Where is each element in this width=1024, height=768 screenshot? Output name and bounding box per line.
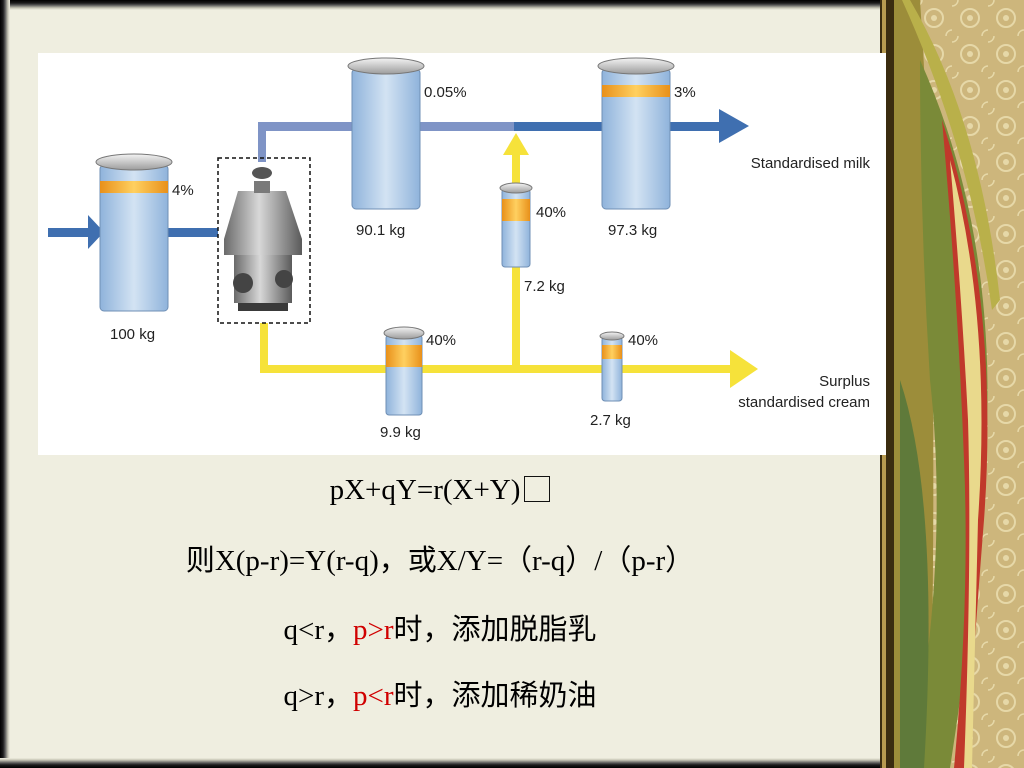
tank-product	[597, 57, 675, 210]
surplus-cream-label-1: Surplus	[819, 373, 870, 390]
skim-percent-label: 0.05%	[424, 84, 467, 101]
separator	[217, 157, 311, 324]
cream-out-mass-label: 9.9 kg	[380, 424, 421, 441]
tank-feed	[95, 153, 173, 312]
feed-percent-label: 4%	[172, 182, 194, 199]
tank-cream-return	[499, 182, 533, 268]
action-add-cream: 时，添加稀奶油	[393, 680, 597, 712]
condition-p-gt-r: p>r	[352, 614, 394, 646]
rule-add-skim-milk: q<r，p>r时，添加脱脂乳	[0, 606, 880, 648]
slide-frame-bottom	[0, 758, 880, 768]
tank-skim	[347, 57, 425, 210]
product-percent-label: 3%	[674, 84, 696, 101]
cream-surplus-percent-label: 40%	[628, 332, 658, 349]
decorative-side-panel	[880, 0, 1024, 768]
formula-line-1: pX+qY=r(X+Y)	[0, 474, 880, 507]
condition-q-lt-r: q<r，	[283, 614, 353, 646]
skim-mass-label: 90.1 kg	[356, 222, 405, 239]
cream-return-percent-label: 40%	[536, 204, 566, 221]
condition-p-lt-r: p<r	[352, 680, 394, 712]
cream-return-mass-label: 7.2 kg	[524, 278, 565, 295]
surplus-cream-label-2: standardised cream	[738, 394, 870, 411]
slide-frame-left	[0, 0, 10, 768]
cream-return-arrow	[503, 133, 529, 155]
tank-cream-surplus	[599, 331, 625, 402]
slide-frame-top	[0, 0, 880, 10]
cream-out-percent-label: 40%	[426, 332, 456, 349]
rule-add-cream: q>r，p<r时，添加稀奶油	[0, 672, 880, 714]
empty-box-glyph	[524, 476, 551, 502]
tank-cream-out	[383, 326, 425, 416]
cream-surplus-mass-label: 2.7 kg	[590, 412, 631, 429]
action-add-skim-milk: 时，添加脱脂乳	[393, 614, 597, 646]
feed-line	[48, 215, 218, 249]
feed-arrow	[88, 215, 104, 249]
product-mass-label: 97.3 kg	[608, 222, 657, 239]
condition-q-gt-r: q>r，	[283, 680, 353, 712]
mass-balance-equation: pX+qY=r(X+Y)	[329, 474, 521, 506]
milk-output-arrow	[719, 109, 749, 143]
feed-mass-label: 100 kg	[110, 326, 155, 343]
standardised-milk-label: Standardised milk	[751, 155, 871, 172]
cream-output-arrow	[730, 350, 758, 388]
formula-line-2: 则X(p-r)=Y(r-q)，或X/Y=（r-q）/（p-r）	[185, 545, 695, 577]
milk-standardisation-diagram: 4% 100 kg 0.05% 90.1 kg 3% 97.3 kg 40% 7…	[38, 53, 886, 455]
